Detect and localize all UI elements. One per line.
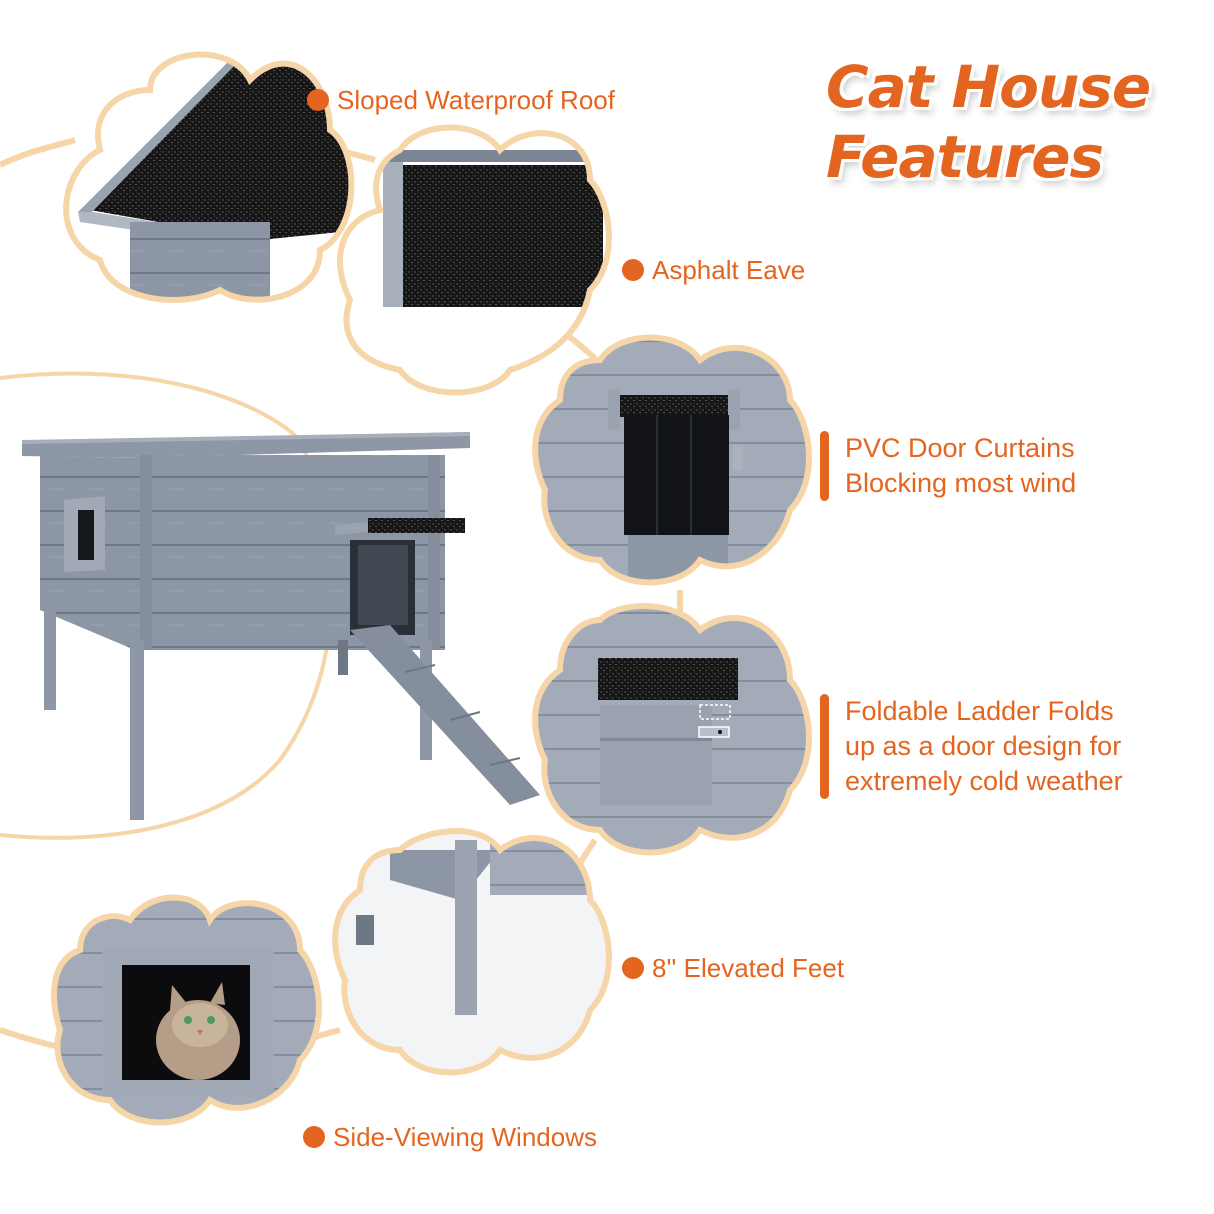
feature-label-eave: Asphalt Eave	[622, 253, 805, 287]
side-window-detail-image	[51, 894, 322, 1126]
door-curtains-detail-image	[532, 334, 812, 586]
title-line-1: Cat House	[826, 53, 1151, 121]
feature-text-line: extremely cold weather	[845, 766, 1123, 796]
bullet-dot-icon	[622, 259, 644, 281]
feature-label-ladder: Foldable Ladder Folds up as a door desig…	[820, 694, 1123, 799]
title-line-2: Features	[826, 123, 1104, 191]
feature-text: Sloped Waterproof Roof	[337, 85, 615, 115]
feature-text: Asphalt Eave	[652, 255, 806, 285]
feature-text-line: PVC Door Curtains	[845, 433, 1075, 463]
bullet-dot-icon	[303, 1126, 325, 1148]
roof-detail-image	[63, 51, 355, 303]
feature-text-line: Blocking most wind	[845, 468, 1077, 498]
bullet-dot-icon	[622, 957, 644, 979]
feature-text-line: Foldable Ladder Folds	[845, 696, 1114, 726]
feature-text-line: up as a door design for	[845, 731, 1122, 761]
feature-text: Side-Viewing Windows	[333, 1122, 597, 1152]
feature-label-curtains: PVC Door Curtains Blocking most wind	[820, 431, 1076, 501]
feature-label-windows: Side-Viewing Windows	[303, 1120, 597, 1154]
page-title: Cat House Features	[826, 52, 1206, 192]
feature-label-feet: 8'' Elevated Feet	[622, 951, 844, 985]
ladder-door-detail-image	[532, 603, 812, 856]
accent-bar-icon	[820, 694, 829, 799]
feature-label-roof: Sloped Waterproof Roof	[307, 83, 615, 117]
feature-text: 8'' Elevated Feet	[652, 953, 845, 983]
accent-bar-icon	[820, 431, 829, 501]
bullet-dot-icon	[307, 89, 329, 111]
main-cat-house-image	[22, 432, 540, 820]
elevated-feet-detail-image	[332, 828, 612, 1076]
